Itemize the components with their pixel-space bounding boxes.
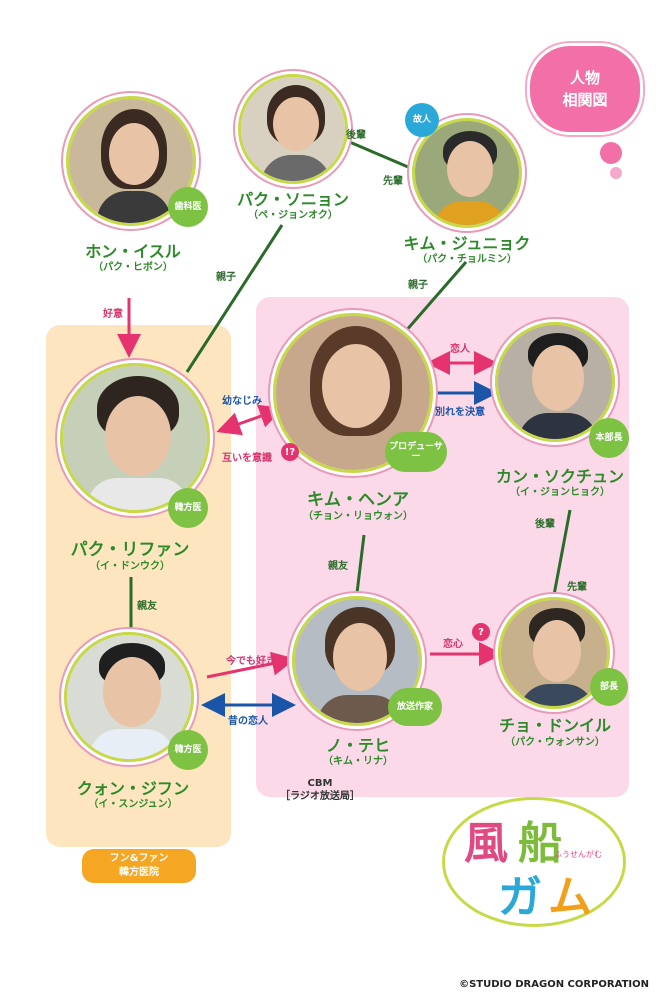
logo-char-3: ガ [498,872,542,923]
logo-kana: ふうせんがむ [554,850,602,859]
question-icon: ? [472,623,490,641]
copyright: ©STUDIO DRAGON CORPORATION [459,979,649,990]
badge-kwon: 韓方医 [168,730,208,770]
photo-park-sonyeon [238,74,348,184]
photo-park-rihwan [60,363,210,513]
badge-park-rihwan: 韓方医 [168,488,208,528]
logo-char-4: ム [548,872,592,923]
badge-kang: 本部長 [589,418,629,458]
actor-kim-haena: （チョン・リョウォン） [303,511,413,522]
label-lovers: 恋人 [450,344,470,355]
label-parent-child-1: 親子 [216,272,236,283]
cbm-label: CBM ［ラジオ放送局］ [280,778,360,802]
label-junior-2: 後輩 [535,519,555,530]
label-still-like: 今でも好き [226,656,276,667]
label-best-friend-2: 親友 [328,561,348,572]
actor-kang: （イ・ジョンヒョク） [510,487,610,498]
name-kwon: クォン・ジフン [76,779,190,798]
actor-park-sonyeon: （ペ・ジョンオク） [248,210,338,221]
exclaim-question-icon: !? [281,443,299,461]
name-hong: ホン・イスル [85,242,181,261]
character-chart-title: 人物 相関図 [530,46,640,132]
label-junior: 後輩 [346,130,366,141]
actor-kim-junyeok: （パク・チョルミン） [417,254,517,265]
photo-kang [495,322,615,442]
badge-kim-junyeok: 故人 [405,103,439,137]
name-jo: チョ・ドンイル [498,716,611,735]
bubble-dot [610,167,622,179]
label-senior-2: 先輩 [567,582,587,593]
actor-park-rihwan: （イ・ドンウク） [90,561,170,572]
actor-no-tehi: （キム・リナ） [323,756,393,767]
label-breakup: 別れを決意 [435,407,485,418]
name-no-tehi: ノ・テヒ [325,736,390,755]
bubble-dot [600,142,622,164]
label-love: 恋心 [443,639,463,650]
hanbang-clinic-pill: フン&ファン 韓方医院 [82,849,196,883]
actor-hong: （パク・ヒボン） [93,262,173,273]
actor-jo: （パク・ウォンサン） [505,737,605,748]
actor-kwon: （イ・スンジュン） [88,799,178,810]
label-best-friend-1: 親友 [137,601,157,612]
label-ex-lover: 昔の恋人 [228,716,268,727]
badge-kim-haena: プロデューサー [385,432,447,472]
drama-logo: 風 船 ガ ム ふうせんがむ [436,795,626,935]
logo-char-1: 風 [464,818,508,869]
badge-hong: 歯科医 [168,187,208,227]
logo-char-2: 船 [518,818,562,869]
name-kang: カン・ソクチュン [495,467,624,486]
label-childhood-friend: 幼なじみ [222,396,262,407]
name-kim-junyeok: キム・ジュニョク [403,234,531,253]
label-parent-child-2: 親子 [408,280,428,291]
label-senior: 先輩 [383,176,403,187]
name-park-sonyeon: パク・ソニョン [237,190,349,209]
badge-no-tehi: 放送作家 [388,688,442,726]
label-crush: 好意 [103,309,123,320]
label-mutual-awareness: 互いを意識 [222,453,272,464]
photo-kwon [64,632,194,762]
badge-jo: 部長 [590,668,628,706]
title-text: 人物 相関図 [562,69,608,109]
photo-jo [498,597,610,709]
name-park-rihwan: パク・リファン [70,540,190,560]
photo-kim-junyeok [412,118,522,228]
name-kim-haena: キム・ヘンア [307,490,409,510]
